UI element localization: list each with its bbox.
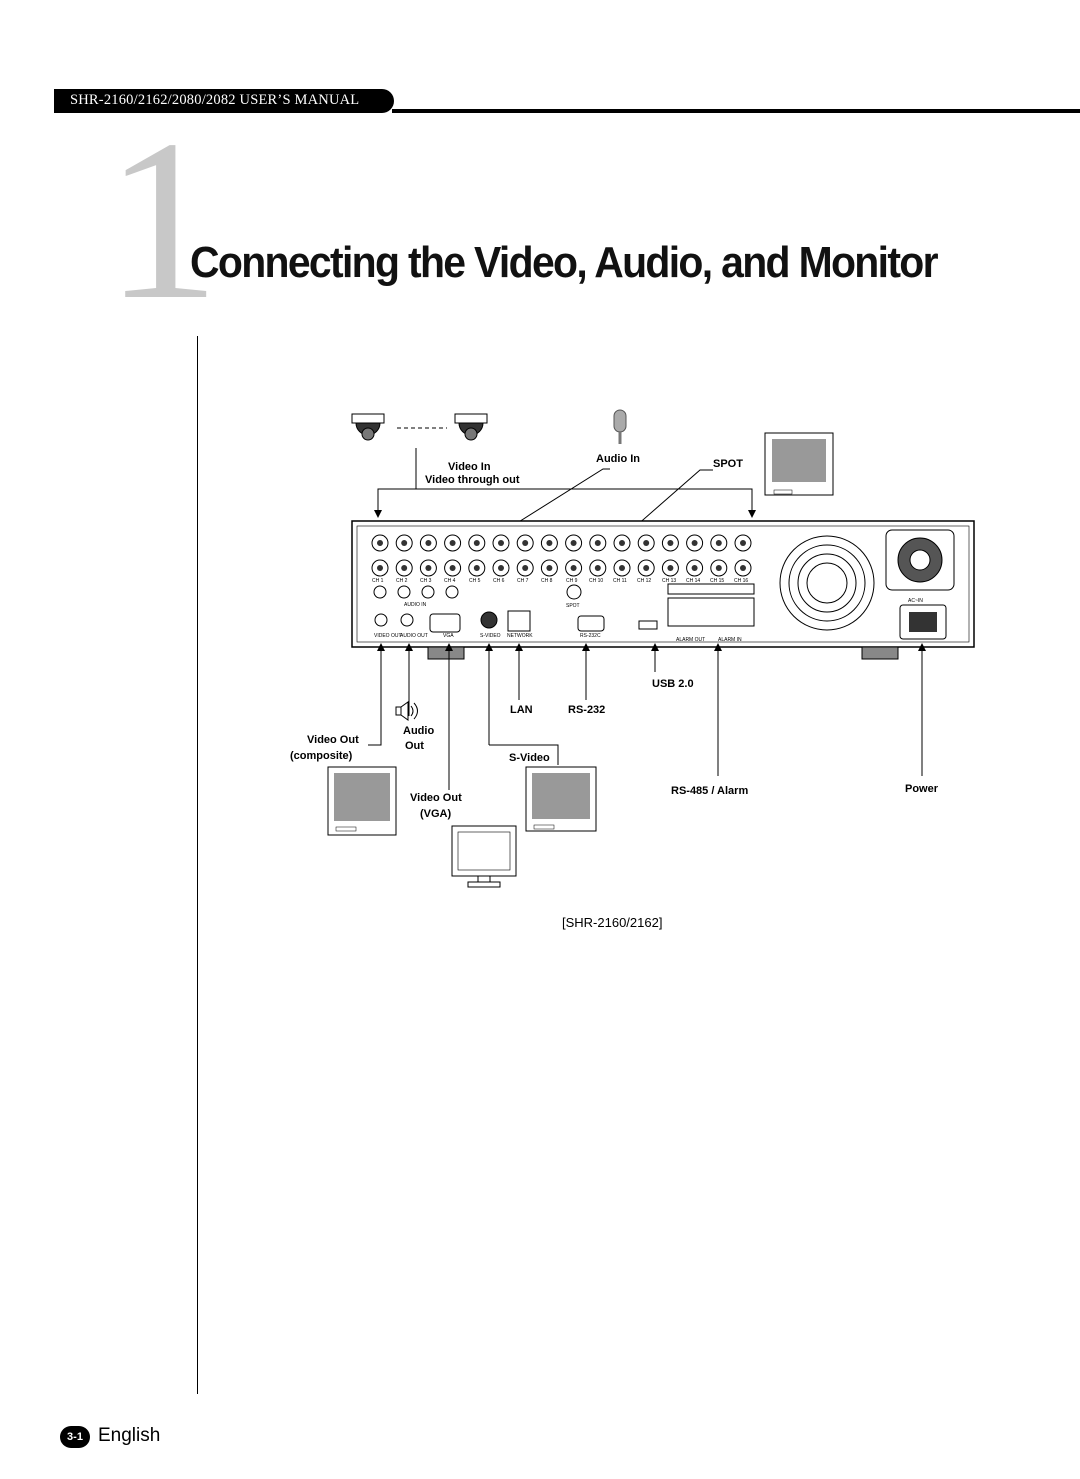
speaker-icon [395, 701, 418, 721]
diagram-caption: [SHR-2160/2162] [562, 915, 663, 930]
bnc-pin [643, 565, 650, 571]
ch3-label: CH 3 [420, 578, 432, 584]
rs232c-panel-label: RS-232C [580, 633, 601, 639]
page-number-badge: 3-1 [60, 1426, 90, 1448]
margin-rule [197, 336, 198, 1394]
ch15-label: CH 15 [710, 578, 724, 584]
ch11-label: CH 11 [613, 578, 627, 584]
ac-in-panel-label: AC~IN [908, 598, 923, 604]
vga-panel-label: VGA [443, 633, 454, 639]
vga-label: (VGA) [420, 808, 452, 820]
bnc-pin [740, 540, 746, 546]
ch9-label: CH 9 [566, 578, 578, 584]
footer-language: English [98, 1425, 161, 1446]
power-label: Power [905, 783, 939, 795]
bnc-pin [715, 565, 722, 571]
bnc-pin [473, 565, 480, 571]
bnc-pin [619, 540, 625, 546]
bnc-pin [425, 540, 432, 546]
spot-panel-label: SPOT [566, 603, 580, 609]
spot-label: SPOT [713, 458, 743, 470]
dome-camera-icon [454, 413, 488, 441]
bnc-pin [449, 540, 456, 546]
bnc-pin [594, 540, 601, 546]
bnc-pin [715, 540, 722, 546]
s-video-label: S-Video [509, 752, 550, 764]
bnc-pin [570, 540, 577, 546]
bnc-pin [667, 565, 674, 571]
manual-title: SHR-2160/2162/2080/2082 USER’S MANUAL [70, 92, 360, 108]
ch4-label: CH 4 [444, 578, 456, 584]
network-panel-label: NETWORK [507, 633, 533, 639]
bnc-pin [498, 565, 504, 571]
dome-camera-icon [351, 413, 385, 441]
audio-in-label: Audio In [596, 453, 640, 465]
bnc-pin [619, 565, 625, 571]
bnc-pin [522, 540, 529, 546]
video-through-out-label: Video through out [425, 474, 520, 486]
ch1-label: CH 1 [372, 578, 384, 584]
bnc-pin [377, 540, 383, 546]
rs485-alarm-label: RS-485 / Alarm [671, 785, 748, 797]
composite-monitor-icon [327, 766, 397, 836]
bnc-pin [401, 540, 408, 546]
usb-label: USB 2.0 [652, 678, 694, 690]
bnc-pin [546, 540, 553, 546]
video-out-panel-label: VIDEO OUT [374, 633, 402, 639]
spot-monitor-icon [764, 432, 834, 496]
bnc-pin [667, 540, 674, 546]
video-in-label: Video In [448, 461, 491, 473]
audio-out-panel-label: AUDIO OUT [400, 633, 428, 639]
ch14-label: CH 14 [686, 578, 700, 584]
bnc-pin [377, 565, 383, 571]
audio-in-panel-label: AUDIO IN [404, 602, 427, 608]
header-tab [54, 89, 394, 113]
vga-monitor-icon [451, 825, 517, 888]
bnc-pin [498, 540, 504, 546]
bnc-pin [401, 565, 408, 571]
ch16-label: CH 16 [734, 578, 748, 584]
ch13-label: CH 13 [662, 578, 676, 584]
audio-out-label: Audio [403, 725, 434, 737]
bnc-pin [473, 540, 480, 546]
bnc-pin [425, 565, 432, 571]
header-rule [392, 109, 1080, 113]
microphone-icon [613, 409, 627, 444]
ch2-label: CH 2 [396, 578, 408, 584]
section-title: Connecting the Video, Audio, and Monitor [190, 238, 939, 287]
s-video-panel-label: S-VIDEO [480, 633, 501, 639]
ch5-label: CH 5 [469, 578, 481, 584]
bnc-pin [546, 565, 553, 571]
ch6-label: CH 6 [493, 578, 505, 584]
bnc-pin [594, 565, 601, 571]
bnc-pin [740, 565, 746, 571]
bnc-connectors [371, 534, 752, 577]
s-video-monitor-icon [525, 766, 597, 832]
bnc-pin [570, 565, 577, 571]
channel-labels: CH 1 CH 2 CH 3 CH 4 CH 5 CH 6 CH 7 CH 8 … [372, 578, 748, 584]
bnc-pin [643, 540, 650, 546]
rs232-label: RS-232 [568, 704, 605, 716]
alarm-in-panel-label: ALARM IN [718, 637, 742, 643]
video-out-vga-label: Video Out [410, 792, 462, 804]
bnc-pin [691, 565, 698, 571]
ch10-label: CH 10 [589, 578, 603, 584]
alarm-out-panel-label: ALARM OUT [676, 637, 705, 643]
bnc-pin [691, 540, 698, 546]
video-out-composite-label: Video Out [307, 734, 359, 746]
ch7-label: CH 7 [517, 578, 529, 584]
ch8-label: CH 8 [541, 578, 553, 584]
audio-out-label-2: Out [405, 740, 424, 752]
section-number: 1 [105, 92, 220, 347]
composite-label: (composite) [290, 750, 353, 762]
lan-label: LAN [510, 704, 533, 716]
ch12-label: CH 12 [637, 578, 651, 584]
bnc-pin [449, 565, 456, 571]
bnc-pin [522, 565, 529, 571]
